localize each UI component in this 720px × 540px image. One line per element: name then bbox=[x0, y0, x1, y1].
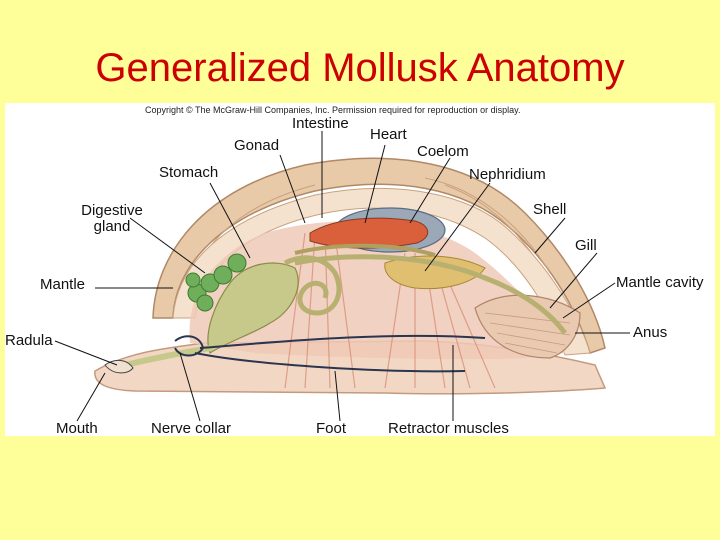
leader-lines bbox=[54, 131, 630, 422]
stomach-shape bbox=[207, 262, 299, 354]
label-gill: Gill bbox=[575, 237, 597, 254]
mantle-shape bbox=[172, 187, 591, 356]
nephridium-shape bbox=[384, 255, 486, 290]
label-heart: Heart bbox=[370, 126, 407, 143]
mollusk-illustration bbox=[54, 131, 630, 422]
label-coelom: Coelom bbox=[417, 143, 469, 160]
page-title: Generalized Mollusk Anatomy bbox=[95, 46, 625, 90]
gonad-shape bbox=[294, 243, 436, 257]
label-nerve-collar: Nerve collar bbox=[151, 420, 232, 437]
label-digestive-gland-line2: gland bbox=[93, 218, 131, 235]
label-anus: Anus bbox=[633, 324, 668, 341]
label-radula: Radula bbox=[5, 332, 53, 349]
label-intestine: Intestine bbox=[292, 115, 349, 132]
label-gonad: Gonad bbox=[234, 137, 280, 154]
label-mouth: Mouth bbox=[56, 420, 98, 437]
copyright-notice: Copyright © The McGraw-Hill Companies, I… bbox=[145, 105, 521, 115]
label-retractor-muscles: Retractor muscles bbox=[388, 420, 509, 437]
label-stomach: Stomach bbox=[159, 164, 219, 181]
digestive-gland-shape bbox=[185, 253, 247, 312]
label-foot: Foot bbox=[316, 420, 347, 437]
label-shell: Shell bbox=[533, 201, 567, 218]
label-mantle: Mantle bbox=[40, 276, 86, 293]
shell-shape bbox=[152, 157, 606, 354]
label-nephridium: Nephridium bbox=[469, 166, 546, 183]
nerve-shape bbox=[174, 334, 486, 373]
label-digestive-gland-line1: Digestive bbox=[81, 202, 143, 219]
label-digestive-gland: Digestive gland bbox=[77, 203, 147, 235]
intestine-shape bbox=[283, 254, 567, 335]
visceral-mass bbox=[189, 221, 566, 360]
label-mantle-cavity: Mantle cavity bbox=[616, 274, 704, 291]
mollusk-anatomy-figure: Copyright © The McGraw-Hill Companies, I… bbox=[5, 103, 715, 437]
